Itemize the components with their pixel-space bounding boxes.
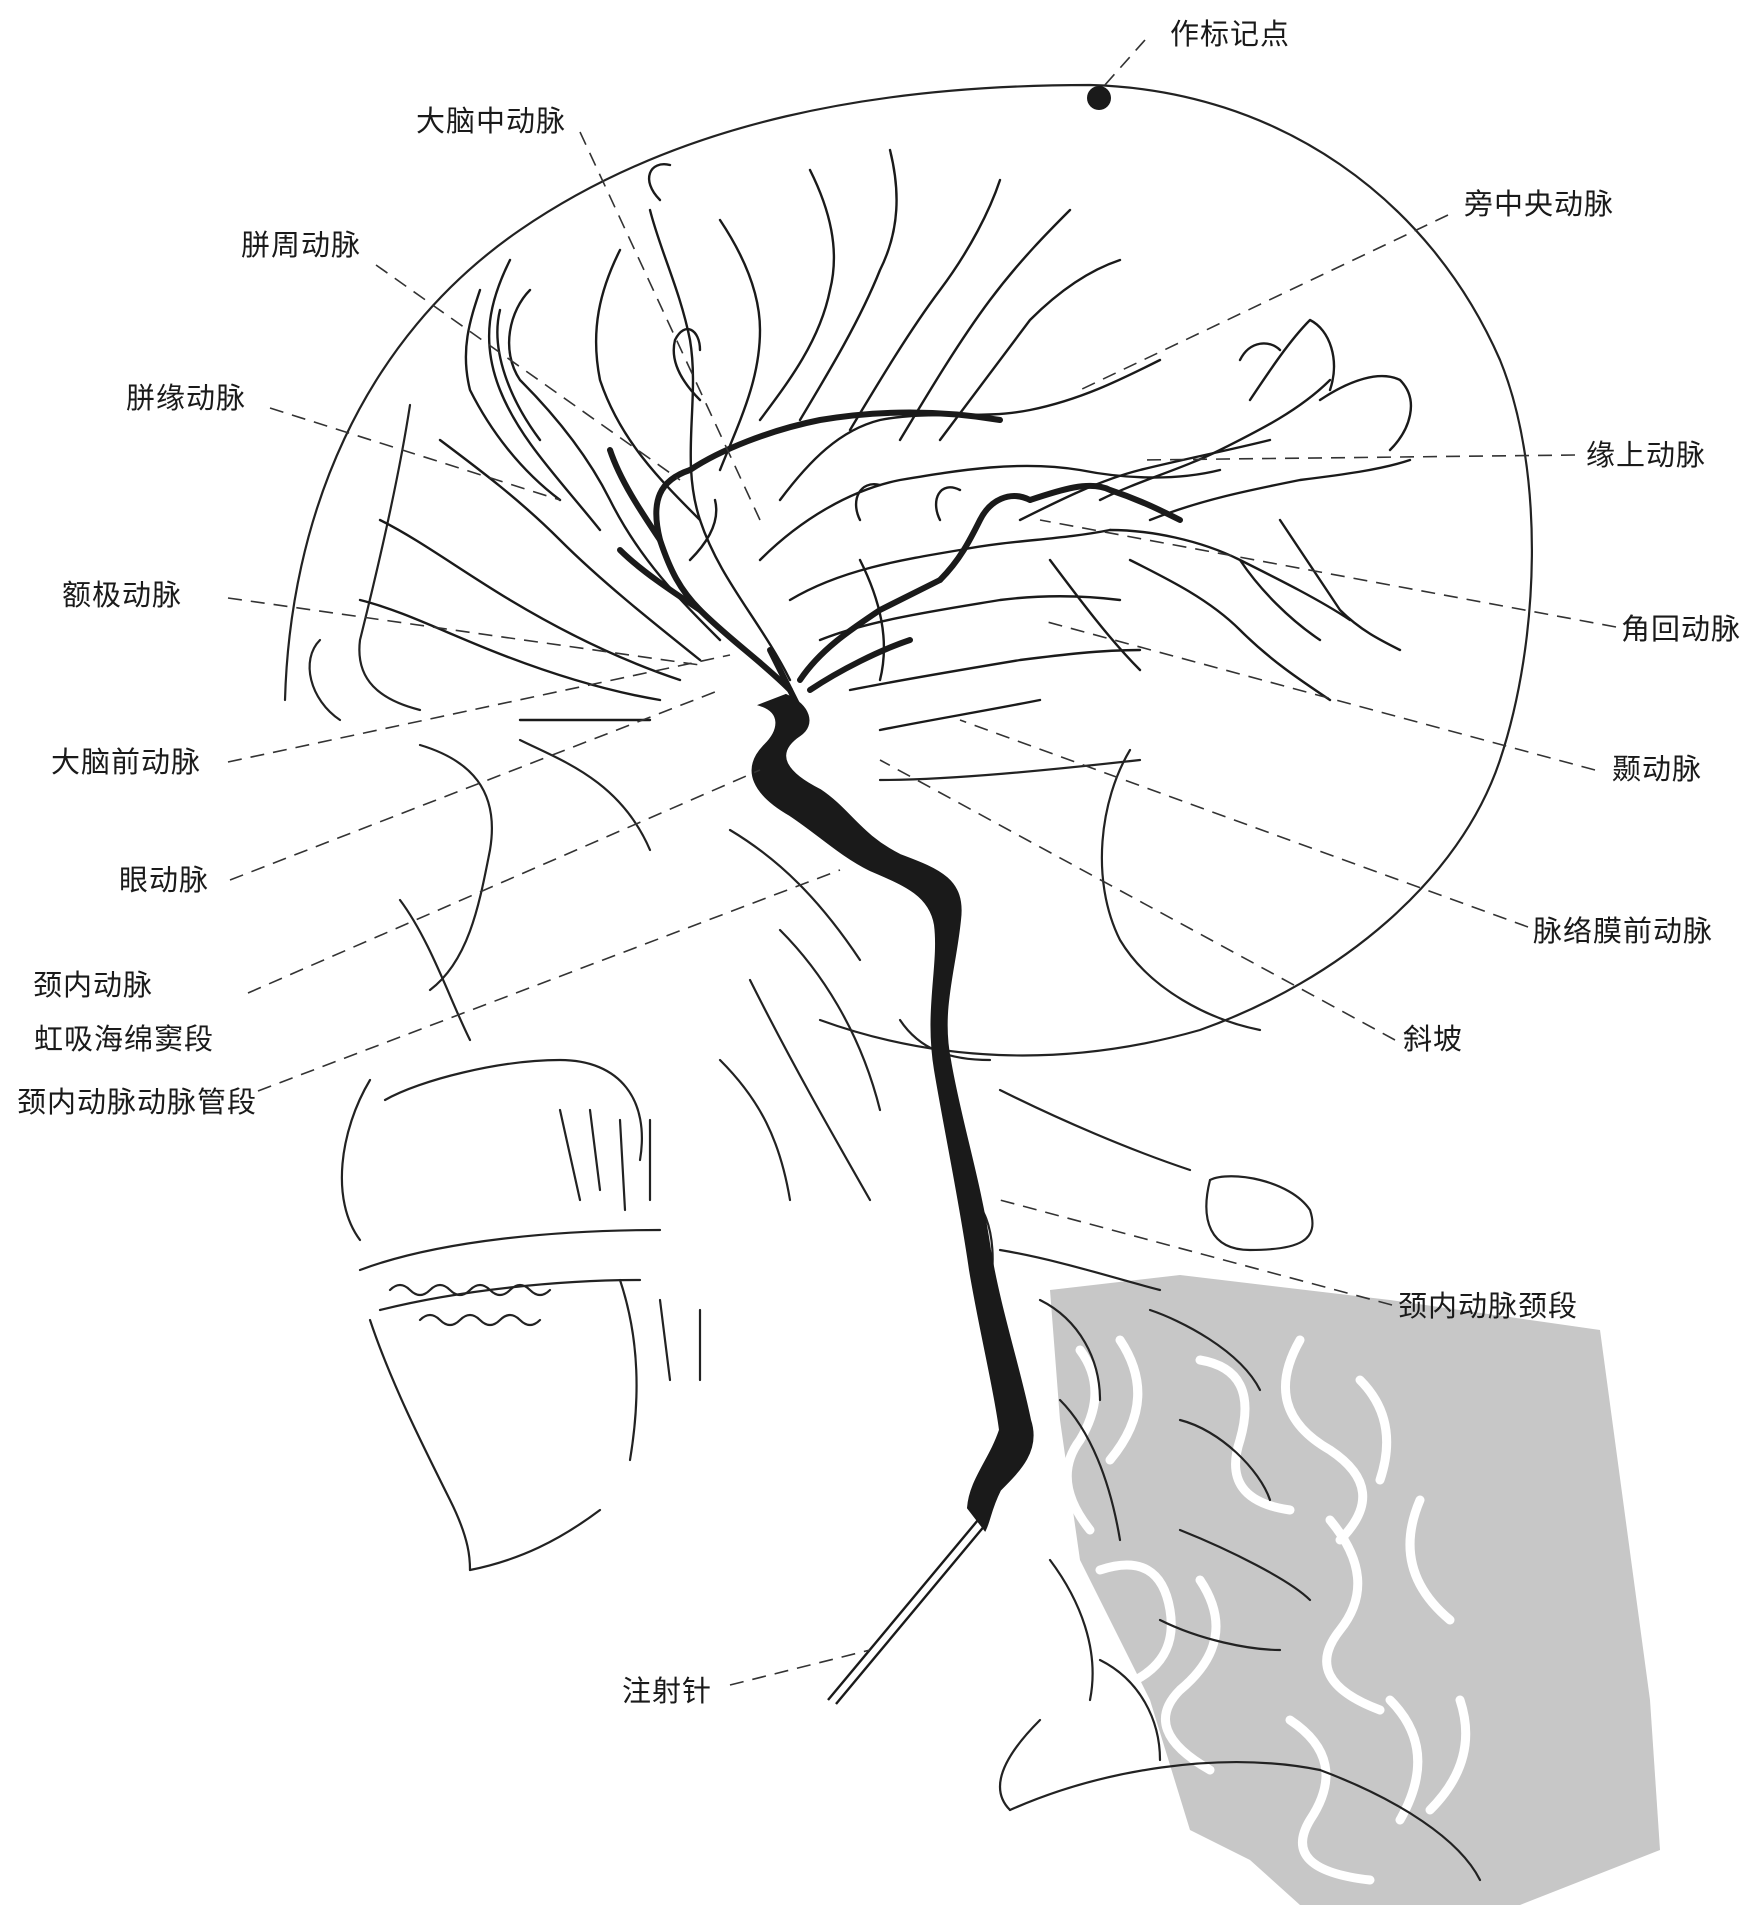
label-frontopolar-artery: 额极动脉 xyxy=(62,581,182,610)
label-ica: 颈内动脉 xyxy=(33,971,153,1000)
label-pericallosal-artery: 胼周动脉 xyxy=(241,231,361,260)
label-petrous-segment: 颈内动脉动脉管段 xyxy=(17,1088,257,1117)
label-cervical-segment: 颈内动脉颈段 xyxy=(1398,1292,1578,1321)
label-clivus: 斜坡 xyxy=(1403,1025,1463,1054)
injection-needle xyxy=(828,1520,986,1704)
label-marker-point: 作标记点 xyxy=(1170,20,1290,49)
label-middle-cerebral-artery: 大脑中动脉 xyxy=(416,107,566,136)
watermark-seal xyxy=(1050,1275,1660,1905)
label-needle: 注射针 xyxy=(622,1677,712,1706)
skull-outline xyxy=(285,85,1532,1055)
label-anterior-choroidal-artery: 脉络膜前动脉 xyxy=(1533,917,1713,946)
label-ophthalmic-artery: 眼动脉 xyxy=(119,866,209,895)
label-temporal-artery: 颞动脉 xyxy=(1612,755,1702,784)
marker-dot xyxy=(1087,86,1111,110)
label-paracentral-artery: 旁中央动脉 xyxy=(1464,190,1614,219)
label-cavernous-segment: 虹吸海绵窦段 xyxy=(34,1025,214,1054)
label-supramarginal-artery: 缘上动脉 xyxy=(1586,441,1706,470)
label-anterior-cerebral-artery: 大脑前动脉 xyxy=(51,748,201,777)
label-callosomarginal-artery: 胼缘动脉 xyxy=(126,384,246,413)
cerebral-artery-branches xyxy=(360,150,1411,730)
label-angular-artery: 角回动脉 xyxy=(1621,615,1741,644)
